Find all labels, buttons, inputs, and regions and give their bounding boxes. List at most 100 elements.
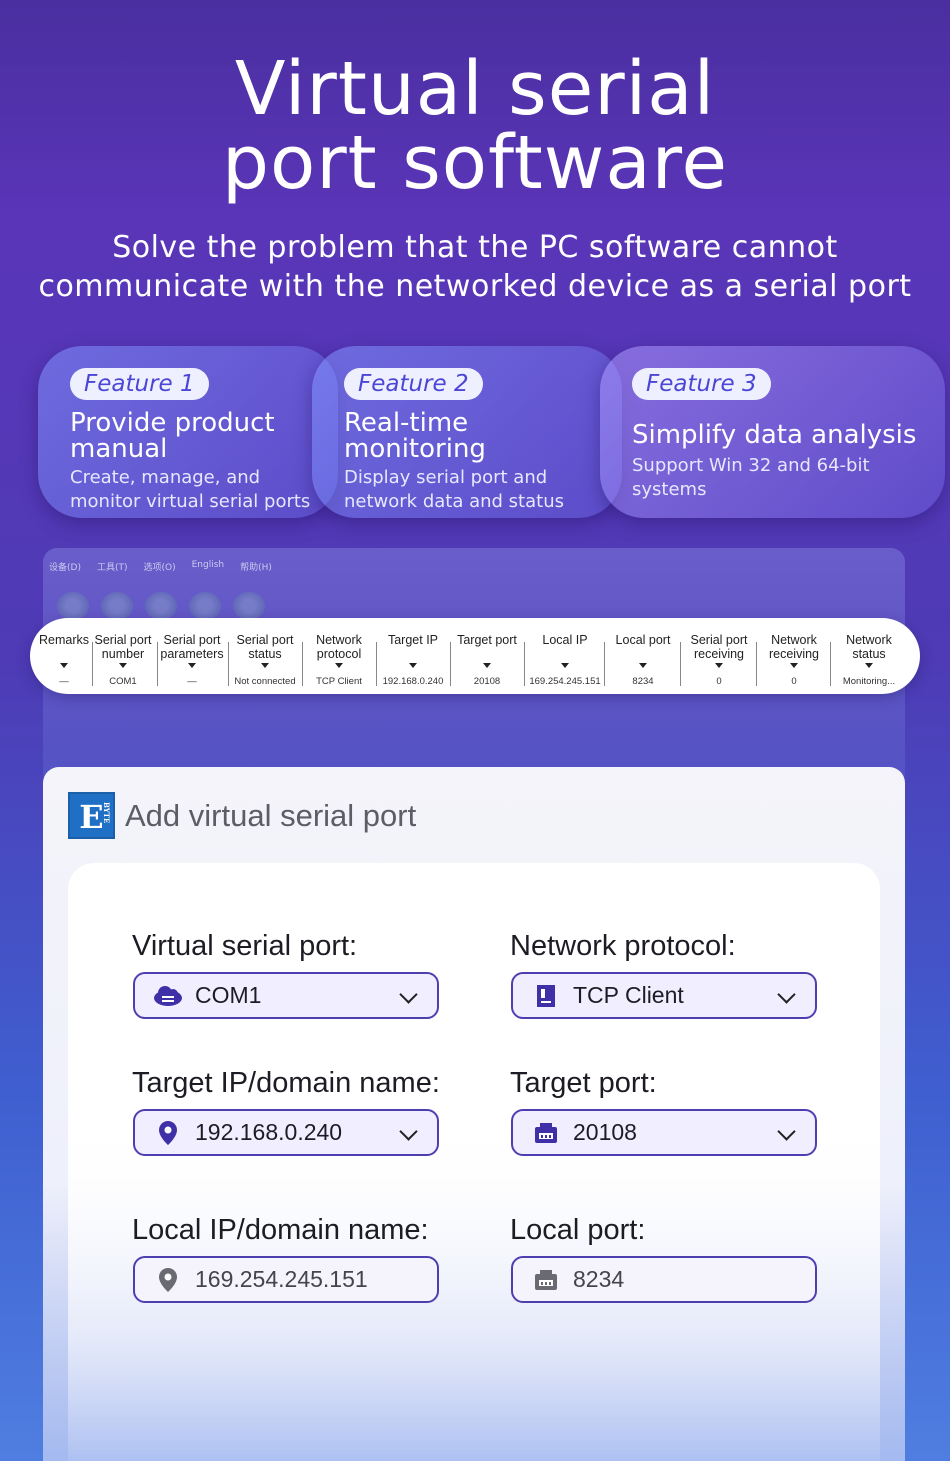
feature-badge: Feature 3 — [632, 368, 771, 400]
exit-icon[interactable] — [233, 592, 265, 620]
hero-subtitle: Solve the problem that the PC software c… — [0, 228, 950, 306]
chevron-down-icon — [399, 1122, 418, 1141]
sort-arrow-icon[interactable] — [119, 663, 127, 668]
remove-port-icon[interactable] — [101, 592, 133, 620]
column-header-line2: parameters — [160, 647, 224, 661]
column-divider — [376, 642, 377, 686]
menu-item-help[interactable]: 帮助(H) — [240, 563, 272, 573]
table-cell: Not connected — [234, 676, 296, 687]
column-divider — [604, 642, 605, 686]
location-pin-icon — [153, 1267, 183, 1293]
column-header-line2: status — [852, 647, 886, 661]
local-ip-field[interactable]: 169.254.245.151 — [133, 1256, 439, 1303]
column-divider — [92, 642, 93, 686]
chevron-down-icon — [777, 985, 796, 1004]
menu-item-options[interactable]: 选项(O) — [143, 563, 176, 573]
feature-desc-line2: network data and status — [344, 491, 564, 512]
sort-arrow-icon[interactable] — [639, 663, 647, 668]
table-column[interactable]: Target IP 192.168.0.240 — [381, 618, 445, 694]
feature-card-3: Feature 3 Simplify data analysis Support… — [600, 346, 945, 518]
menu-item-language[interactable]: English — [191, 560, 225, 570]
column-header: Target IP — [381, 633, 445, 663]
sort-arrow-icon[interactable] — [715, 663, 723, 668]
settings-icon[interactable] — [189, 592, 221, 620]
column-header-line1: Network — [846, 633, 892, 647]
chevron-down-icon — [777, 1122, 796, 1141]
feature-desc-line2: monitor virtual serial ports — [70, 491, 311, 512]
column-header-line2: number — [101, 647, 145, 661]
sort-arrow-icon[interactable] — [483, 663, 491, 668]
sort-arrow-icon[interactable] — [60, 663, 68, 668]
virtual-serial-port-select[interactable]: COM1 — [133, 972, 439, 1019]
feature-desc-line1: Create, manage, and — [70, 467, 261, 488]
feature-desc-line1: Display serial port and — [344, 467, 548, 488]
column-header: Target port — [450, 633, 524, 663]
chevron-down-icon — [399, 985, 418, 1004]
menu-item-tools[interactable]: 工具(T) — [96, 563, 128, 573]
feature-desc-line1: Support Win 32 and 64-bit — [632, 455, 870, 476]
column-header-line2: receiving — [693, 647, 745, 661]
logo-small-text: BYTE — [102, 802, 111, 824]
hero-title: Virtual serial port software — [0, 52, 950, 200]
sort-arrow-icon[interactable] — [261, 663, 269, 668]
logo-letter: E — [79, 798, 104, 836]
column-header-line1: Serial port — [690, 633, 748, 647]
sort-arrow-icon[interactable] — [790, 663, 798, 668]
target-ip-label: Target IP/domain name: — [132, 1067, 440, 1099]
feature-badge: Feature 2 — [344, 368, 483, 400]
location-pin-icon — [153, 1120, 183, 1146]
feature-title-line2: monitoring — [344, 434, 486, 464]
target-ip-select[interactable]: 192.168.0.240 — [133, 1109, 439, 1156]
byte-logo: E BYTE — [68, 792, 115, 839]
column-header-line2: protocol — [316, 647, 362, 661]
sort-arrow-icon[interactable] — [409, 663, 417, 668]
feature-card-1: Feature 1 Provide product manual Create,… — [38, 346, 338, 518]
column-divider — [680, 642, 681, 686]
sort-arrow-icon[interactable] — [561, 663, 569, 668]
column-header-line1: Serial port — [236, 633, 294, 647]
network-protocol-label: Network protocol: — [510, 930, 736, 962]
table-cell: 192.168.0.240 — [382, 676, 444, 687]
connect-icon[interactable] — [145, 592, 177, 620]
feature-title: Simplify data analysis — [632, 420, 917, 450]
sort-arrow-icon[interactable] — [865, 663, 873, 668]
network-protocol-value: TCP Client — [573, 982, 684, 1008]
menu-item-device[interactable]: 设备(D) — [49, 563, 81, 573]
virtual-serial-port-label: Virtual serial port: — [132, 930, 358, 962]
sort-arrow-icon[interactable] — [335, 663, 343, 668]
table-cell: 8234 — [632, 676, 654, 687]
target-port-select[interactable]: 20108 — [511, 1109, 817, 1156]
add-port-icon[interactable] — [57, 592, 89, 620]
feature-title-line1: Real-time — [344, 408, 469, 438]
column-header-line1: Remarks — [38, 633, 89, 647]
local-port-field[interactable]: 8234 — [511, 1256, 817, 1303]
port-icon — [531, 1267, 561, 1293]
column-header-line1: Serial port — [94, 633, 152, 647]
column-header-line2: receiving — [768, 647, 820, 661]
table-column[interactable]: Remarks — — [35, 618, 93, 694]
virtual-serial-port-value: COM1 — [195, 982, 262, 1008]
column-header-line1: Target port — [457, 633, 517, 647]
sort-arrow-icon[interactable] — [188, 663, 196, 668]
column-header-line1: Network — [316, 633, 362, 647]
column-header-line1: Target IP — [387, 633, 439, 647]
network-protocol-select[interactable]: TCP Client — [511, 972, 817, 1019]
target-port-value: 20108 — [573, 1119, 637, 1145]
table-cell: TCP Client — [316, 676, 362, 687]
table-cell: — — [59, 676, 69, 687]
table-cell: Monitoring... — [842, 676, 896, 687]
